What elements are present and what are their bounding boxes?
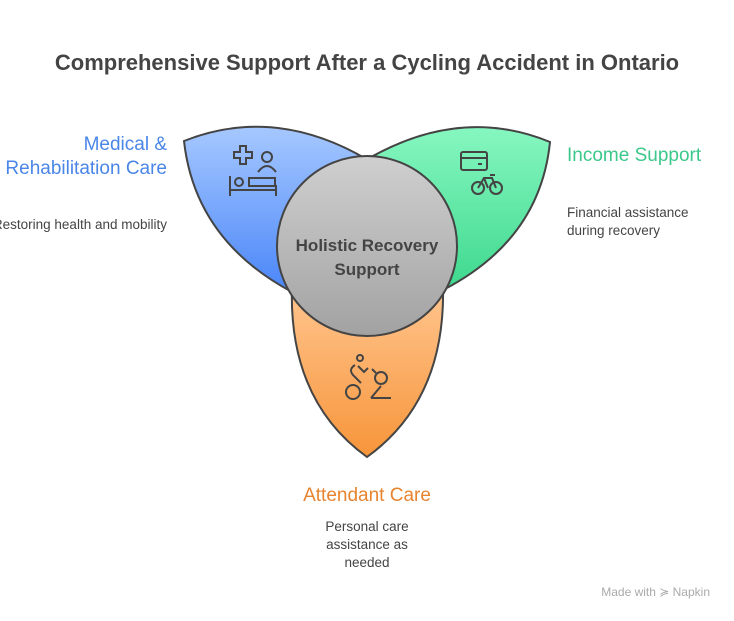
medical-heading: Medical & Rehabilitation Care [5, 134, 167, 179]
income-description: Financial assistance during recovery [567, 205, 689, 238]
income-heading: Income Support [567, 145, 702, 166]
cyclist-icon [345, 354, 391, 400]
attendant-description: Personal care assistance as needed [325, 519, 409, 570]
page-title: Comprehensive Support After a Cycling Ac… [54, 50, 680, 75]
center-circle [276, 155, 458, 337]
medical-description: Restoring health and mobility [0, 217, 167, 232]
center-label: Holistic Recovery Support [295, 236, 439, 279]
napkin-branding[interactable]: Made with ≽ Napkin [601, 585, 710, 599]
attendant-heading: Attendant Care [303, 485, 431, 506]
card-bicycle-icon [460, 151, 503, 195]
medical-bed-icon [229, 145, 277, 196]
